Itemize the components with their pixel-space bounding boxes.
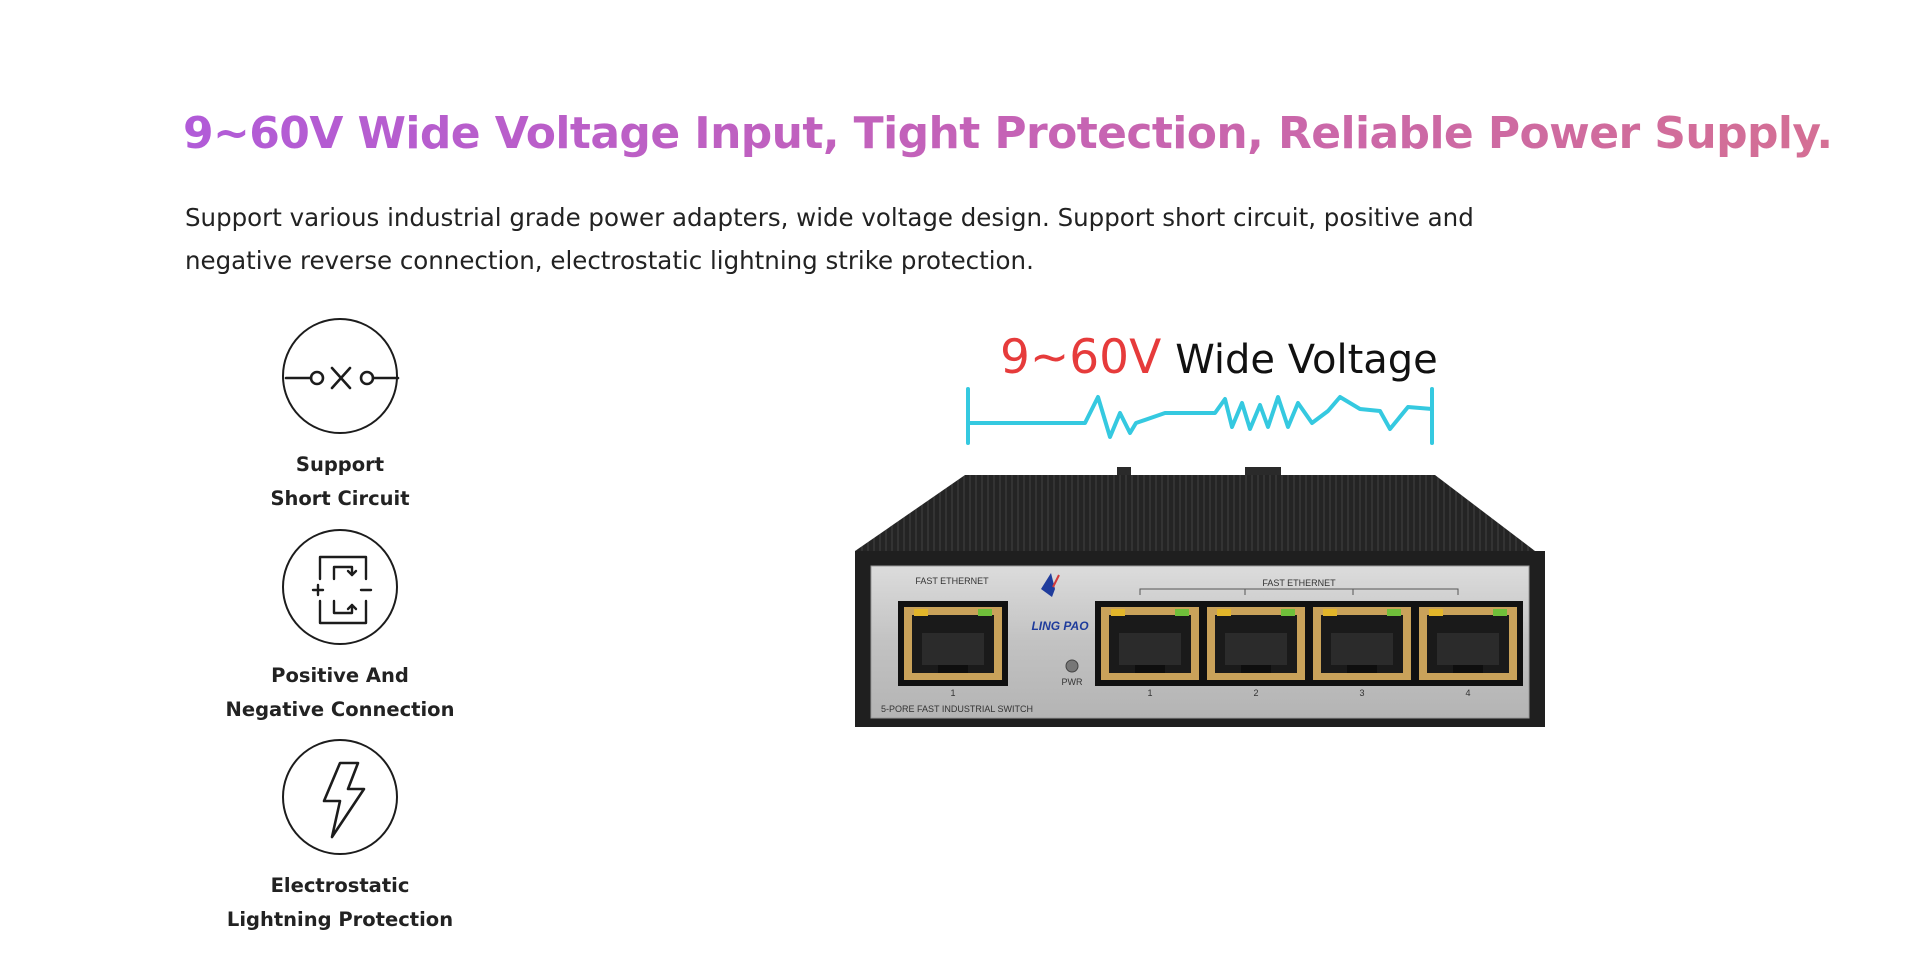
feature-lightning: Electrostatic Lightning Protection <box>190 739 490 937</box>
port-number: 1 <box>1147 688 1152 698</box>
port-number: 2 <box>1253 688 1258 698</box>
port-number: 3 <box>1359 688 1364 698</box>
short-circuit-icon <box>282 318 400 434</box>
description: Support various industrial grade power a… <box>185 196 1485 282</box>
left-group-label: FAST ETHERNET <box>915 576 989 586</box>
voltage-title: 9~60V Wide Voltage <box>1000 330 1438 385</box>
ethernet-switch-image: FAST ETHERNET FAST ETHERNET LING PAO PWR… <box>855 467 1545 727</box>
feature-label: Electrostatic Lightning Protection <box>226 874 454 931</box>
feature-label: Support Short Circuit <box>270 453 410 510</box>
polarity-icon <box>282 529 398 645</box>
description-line-2: negative reverse connection, electrostat… <box>185 246 1034 275</box>
pwr-label: PWR <box>1062 677 1083 687</box>
ethernet-port <box>1307 601 1417 686</box>
feature-label: Positive And Negative Connection <box>225 664 455 721</box>
feature-short-circuit: Support Short Circuit <box>190 318 490 516</box>
headline: 9~60V Wide Voltage Input, Tight Protecti… <box>183 108 1833 159</box>
uplink-ethernet-port <box>898 601 1008 686</box>
ethernet-port <box>1201 601 1311 686</box>
ethernet-port <box>1413 601 1523 686</box>
description-line-1: Support various industrial grade power a… <box>185 203 1474 232</box>
voltage-wave-graphic <box>966 387 1434 445</box>
brand-label: LING PAO <box>1031 619 1089 633</box>
model-label: 5-PORE FAST INDUSTRIAL SWITCH <box>881 704 1033 714</box>
right-group-label: FAST ETHERNET <box>1262 578 1336 588</box>
voltage-value: 9~60V <box>1000 330 1162 385</box>
uplink-port-number: 1 <box>950 688 955 698</box>
ethernet-port <box>1095 601 1205 686</box>
brand-logo: LING PAO <box>1031 573 1089 633</box>
lightning-icon <box>282 739 398 855</box>
port-number: 4 <box>1465 688 1470 698</box>
headline-text: 9~60V Wide Voltage Input, Tight Protecti… <box>183 108 1833 159</box>
feature-polarity: Positive And Negative Connection <box>190 529 490 727</box>
voltage-label: Wide Voltage <box>1175 337 1438 383</box>
